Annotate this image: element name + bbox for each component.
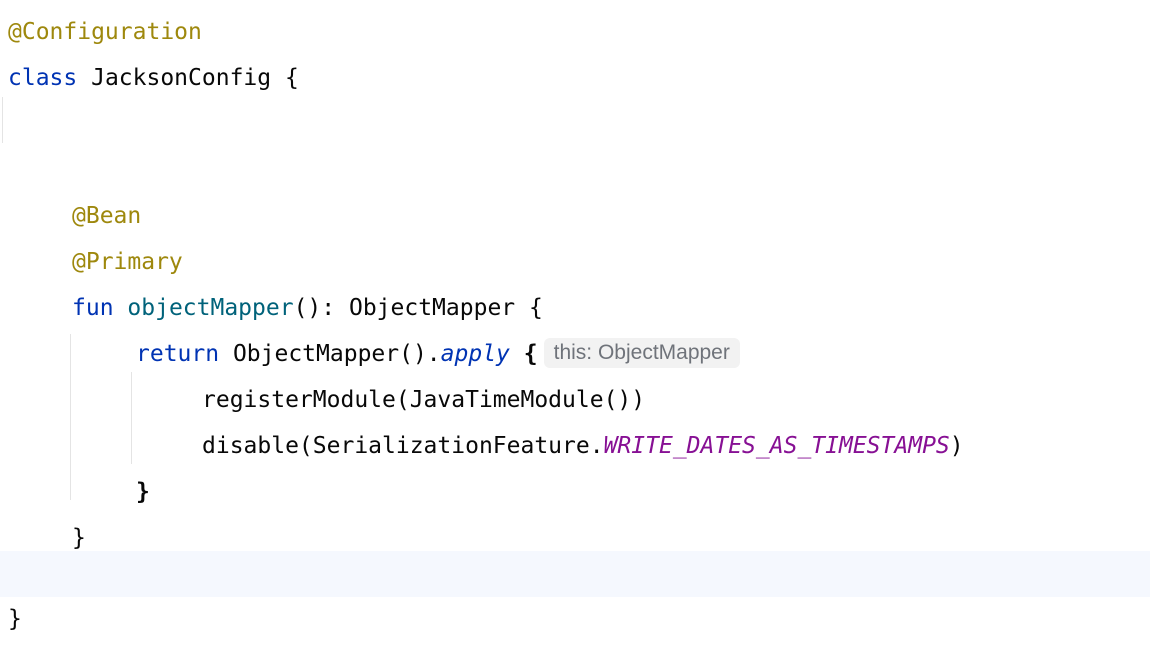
function-name: objectMapper — [127, 295, 294, 321]
function-signature: (): ObjectMapper { — [293, 295, 543, 321]
code-line-5[interactable]: @Bean — [0, 189, 1150, 243]
code-line-8[interactable]: return ObjectMapper().apply {this: Objec… — [0, 327, 1150, 381]
keyword: class — [8, 65, 78, 91]
code-line-1[interactable]: @Configuration — [0, 5, 1150, 59]
statement: registerModule(JavaTimeModule()) — [202, 387, 646, 413]
closing-brace: } — [8, 606, 22, 632]
current-line-highlight — [0, 551, 1150, 597]
keyword: return — [136, 341, 220, 367]
statement-prefix: disable(SerializationFeature. — [202, 433, 604, 459]
code-line-12[interactable]: } — [0, 511, 1150, 565]
code-line-9[interactable]: registerModule(JavaTimeModule()) — [0, 373, 1150, 427]
statement-suffix: ) — [949, 433, 964, 459]
indent-guide — [131, 372, 132, 464]
lambda-brace: { — [509, 341, 538, 367]
closing-brace: } — [136, 479, 150, 505]
closing-brace: } — [72, 525, 86, 551]
class-declaration: JacksonConfig { — [77, 65, 299, 91]
apply-function: apply — [440, 341, 510, 367]
constructor-call: ObjectMapper(). — [219, 341, 441, 367]
code-line-14[interactable]: } — [0, 592, 1150, 646]
indent-guide — [70, 334, 71, 500]
code-line-6[interactable]: @Primary — [0, 235, 1150, 289]
code-line-10[interactable]: disable(SerializationFeature.WRITE_DATES… — [0, 419, 1150, 473]
keyword: fun — [72, 295, 114, 321]
enum-constant: WRITE_DATES_AS_TIMESTAMPS — [603, 433, 950, 459]
code-line-7[interactable]: fun objectMapper(): ObjectMapper { — [0, 281, 1150, 335]
annotation: @Configuration — [8, 19, 202, 45]
indent-guide — [2, 97, 3, 143]
code-line-11[interactable]: } — [0, 465, 1150, 519]
annotation: @Primary — [72, 249, 183, 275]
code-line-2[interactable]: class JacksonConfig { — [0, 51, 1150, 105]
annotation: @Bean — [72, 203, 142, 229]
inlay-hint[interactable]: this: ObjectMapper — [543, 337, 740, 368]
